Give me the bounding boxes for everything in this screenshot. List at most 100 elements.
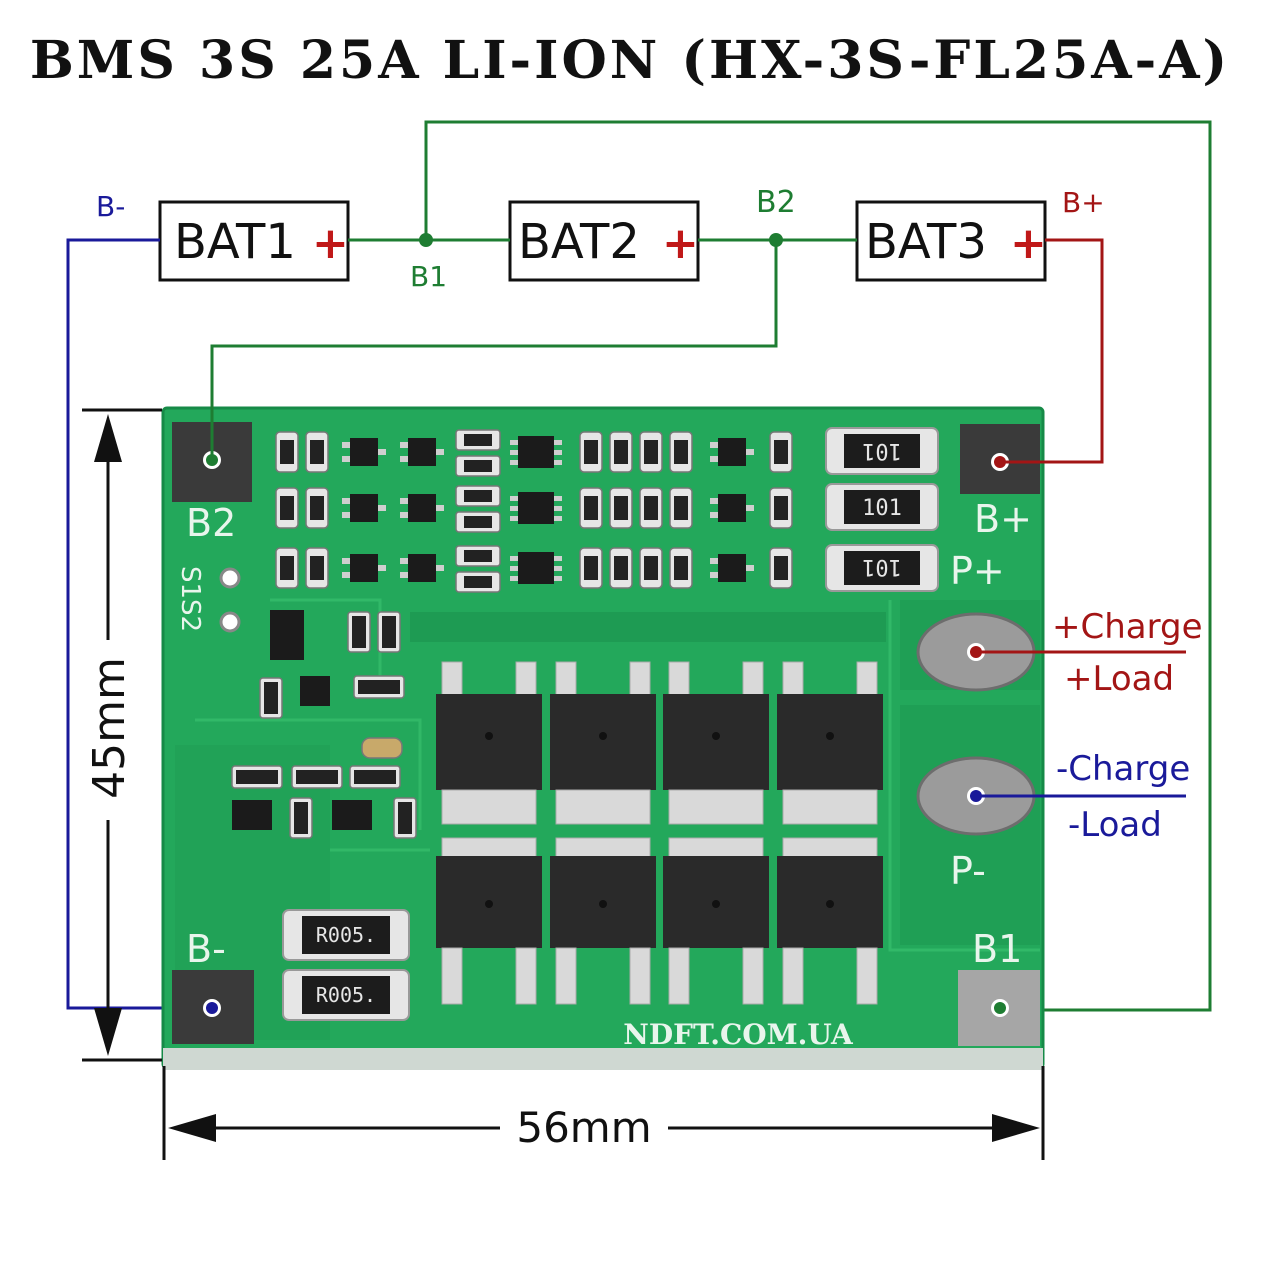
smd-transistor [342,494,386,522]
smd-component [393,797,417,839]
smd-resistor [639,547,663,589]
smd-component [232,800,272,830]
smd-transistor [400,554,444,582]
mosfet-top [436,661,542,825]
resistor-101-2-label: 101 [862,496,902,521]
resistor-101-3-label: 101 [862,554,902,579]
smd-resistor [609,487,633,529]
smd-resistor [579,547,603,589]
silk-p-plus: P+ [950,549,1005,593]
smd-component [231,765,283,789]
smd-transistor [400,438,444,466]
label-load-minus: -Load [1068,805,1162,845]
smd-resistor [769,547,793,589]
smd-ic [510,436,562,468]
silk-b-minus: B- [186,927,226,971]
smd-component [259,677,283,719]
battery-bat2: BAT2 + [508,200,700,282]
smd-component [361,737,403,759]
smd-component [347,611,371,653]
smd-resistor [769,431,793,473]
smd-component [289,797,313,839]
battery-bat3: BAT3 + [855,200,1047,282]
mosfet-bottom [436,837,542,1005]
smd-ic [510,492,562,524]
smd-resistor-horizontal [455,545,501,593]
silk-s1s2: S1S2 [175,566,205,632]
bat1-label: BAT1 [174,214,296,270]
smd-component [300,676,330,706]
mosfet-top [550,661,656,825]
label-charge-minus: -Charge [1056,749,1190,789]
smd-resistor [579,487,603,529]
smd-resistor [769,487,793,529]
test-pad-s1 [219,567,241,589]
silk-p-minus: P- [950,849,986,893]
mosfet-bottom [663,837,769,1005]
node-b2-dot [769,233,783,247]
resistor-101-3: 101 [825,544,939,592]
smd-transistor [710,554,754,582]
smd-resistor [609,431,633,473]
node-b1-dot [419,233,433,247]
smd-resistor [275,487,299,529]
brand-watermark: NDFT.COM.UA [623,1018,854,1051]
smd-transistor [342,554,386,582]
smd-transistor [710,438,754,466]
bat3-label: BAT3 [865,214,987,270]
pad-b-plus [960,424,1040,494]
pad-b1 [958,970,1040,1046]
battery-bat1: BAT1 + [158,200,350,282]
pad-b-minus [172,970,254,1044]
smd-transistor [342,438,386,466]
smd-resistor [669,487,693,529]
smd-resistor [305,487,329,529]
node-label-b-plus: B+ [1062,186,1105,219]
component-rows [231,429,793,839]
smd-resistor [609,547,633,589]
bat1-plus: + [312,218,349,269]
smd-resistor [669,547,693,589]
dimension-height [82,408,162,1062]
mosfet-bottom [550,837,656,1005]
resistor-r005-1: R005. [282,909,410,961]
test-pad-s2 [219,611,241,633]
bat2-label: BAT2 [518,214,640,270]
label-load-plus: +Load [1064,659,1174,699]
smd-component [353,675,405,699]
smd-component [377,611,401,653]
resistor-101-1-label: 101 [862,438,902,463]
resistor-r005-1-label: R005. [316,923,376,947]
smd-component [349,765,401,789]
node-label-b-minus: B- [96,190,125,223]
smd-resistor [305,431,329,473]
smd-resistor [639,431,663,473]
resistor-101-1: 101 [825,427,939,475]
silk-b-plus: B+ [974,497,1032,541]
smd-resistor [669,431,693,473]
smd-component [291,765,343,789]
resistor-r005-2-label: R005. [316,983,376,1007]
smd-transistor [400,494,444,522]
smd-resistor-horizontal [455,485,501,533]
dimension-width [162,1066,1045,1160]
smd-resistor [275,431,299,473]
label-charge-plus: +Charge [1052,607,1203,647]
smd-component [332,800,372,830]
smd-resistor [275,547,299,589]
resistor-101-2: 101 [825,483,939,531]
dimension-height-label: 45mm [84,657,135,799]
smd-resistor [579,431,603,473]
smd-ic [510,552,562,584]
bat3-plus: + [1010,218,1047,269]
smd-resistor [639,487,663,529]
smd-resistor-horizontal [455,429,501,477]
silk-b2: B2 [186,501,236,545]
resistor-r005-2: R005. [282,969,410,1021]
mosfet-bottom [777,837,883,1005]
mosfet-top [663,661,769,825]
smd-component [270,610,304,660]
smd-transistor [710,494,754,522]
dimension-width-label: 56mm [516,1103,651,1152]
